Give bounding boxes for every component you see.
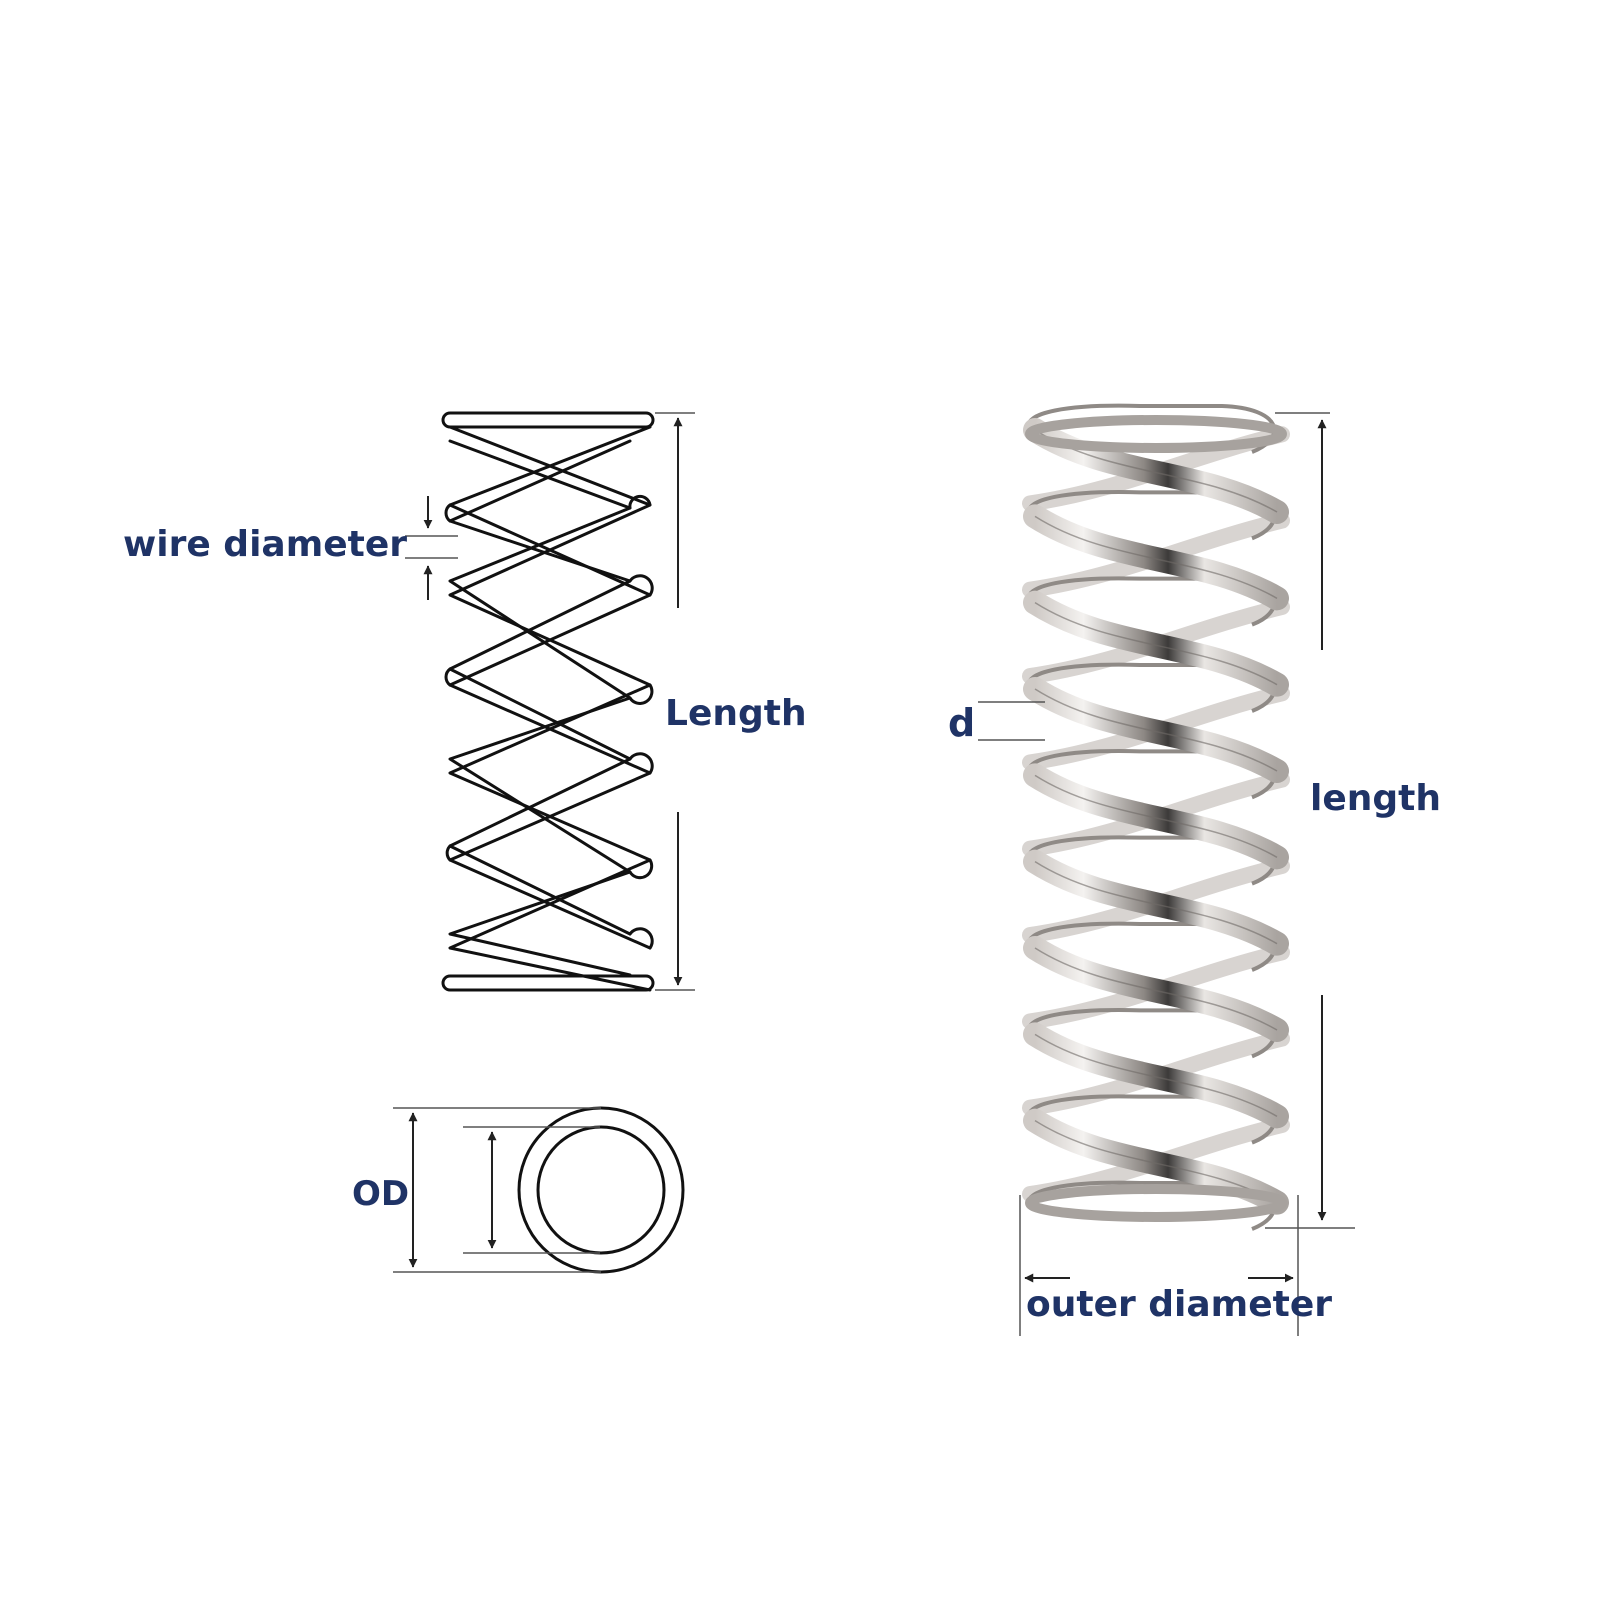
spring-coil-outline	[1034, 515, 1278, 600]
wire-diameter-label: wire diameter	[123, 524, 407, 565]
length-dimension-left	[655, 412, 695, 991]
spring-bottom-end	[1025, 1184, 1287, 1222]
spring-coil-outline	[1034, 688, 1278, 772]
line-art-spring	[441, 411, 655, 992]
ring-end-view	[517, 1106, 685, 1274]
d-dimension	[978, 701, 1045, 741]
outer-diameter-dimension	[1019, 1195, 1299, 1336]
metal-spring	[1022, 403, 1290, 1231]
wire-diameter-dimension	[405, 496, 458, 600]
od-label: OD	[352, 1174, 409, 1214]
outer-diameter-label: outer diameter	[1026, 1284, 1332, 1325]
spring-coil-outline	[1034, 947, 1278, 1031]
spring-coil-outline	[1034, 602, 1278, 686]
spring-coil-outline	[1034, 861, 1278, 945]
spring-coil-outline	[1034, 774, 1278, 859]
spring-top-end	[1025, 415, 1287, 453]
length-dimension-right	[1265, 412, 1355, 1229]
d-label: d	[948, 701, 975, 745]
length-label-right: length	[1310, 778, 1441, 819]
od-dimension	[393, 1107, 601, 1273]
length-label-left: Length	[665, 693, 807, 734]
spring-coil-outline	[1034, 1033, 1278, 1118]
